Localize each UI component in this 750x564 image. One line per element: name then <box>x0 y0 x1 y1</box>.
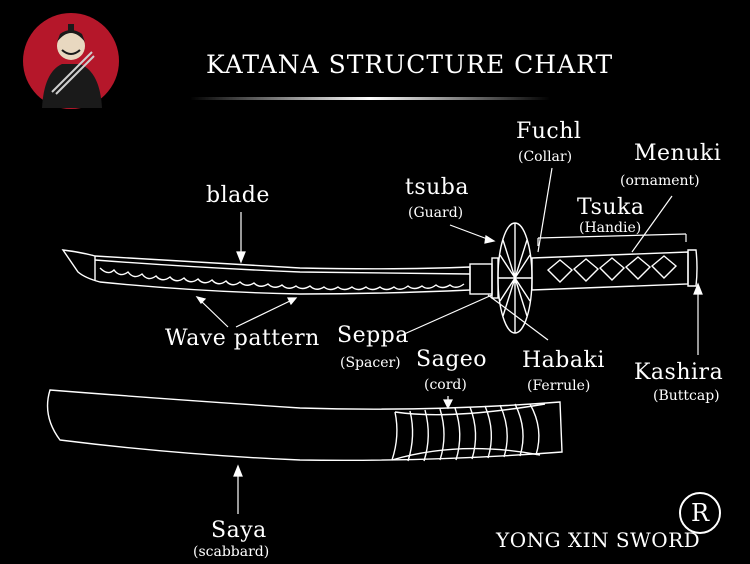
label-tsuba-sub: (Guard) <box>408 205 464 221</box>
label-menuki-sub: (ornament) <box>620 173 700 189</box>
label-habaki-sub: (Ferrule) <box>527 378 591 394</box>
label-seppa-sub: (Spacer) <box>340 355 401 371</box>
label-tsuka: Tsuka <box>577 195 645 220</box>
title-underline <box>190 97 550 100</box>
sageo-cord <box>391 403 546 462</box>
wave-pattern <box>99 267 465 291</box>
registered-mark-icon: R <box>679 492 721 534</box>
label-sageo: Sageo <box>416 347 488 372</box>
samurai-avatar-icon <box>23 13 119 109</box>
label-blade: blade <box>206 183 270 208</box>
seppa <box>491 257 499 299</box>
label-habaki: Habaki <box>522 348 605 373</box>
label-kashira-sub: (Buttcap) <box>653 388 720 404</box>
tsuka-diamonds <box>546 255 678 283</box>
label-fuchi: Fuchl <box>516 119 582 144</box>
page-title: KATANA STRUCTURE CHART <box>206 50 614 79</box>
saya-scabbard <box>46 389 563 462</box>
habaki <box>469 263 493 295</box>
blade-spine-line <box>94 259 471 275</box>
blade-outline <box>61 249 471 295</box>
label-wave-pattern: Wave pattern <box>165 326 320 351</box>
label-sageo-sub: (cord) <box>424 377 467 393</box>
label-saya: Saya <box>211 518 267 543</box>
tsuba-guard <box>497 222 533 334</box>
label-menuki: Menuki <box>634 141 722 166</box>
label-tsuba: tsuba <box>405 175 469 200</box>
label-fuchi-sub: (Collar) <box>518 149 573 165</box>
brand-name: YONG XIN SWORD <box>496 528 701 552</box>
label-tsuka-sub: (Handie) <box>579 220 642 236</box>
kashira-cap <box>687 249 698 287</box>
tsuka-handle <box>531 251 689 291</box>
label-seppa: Seppa <box>337 323 409 348</box>
label-saya-sub: (scabbard) <box>193 544 270 560</box>
label-kashira: Kashira <box>634 360 724 385</box>
